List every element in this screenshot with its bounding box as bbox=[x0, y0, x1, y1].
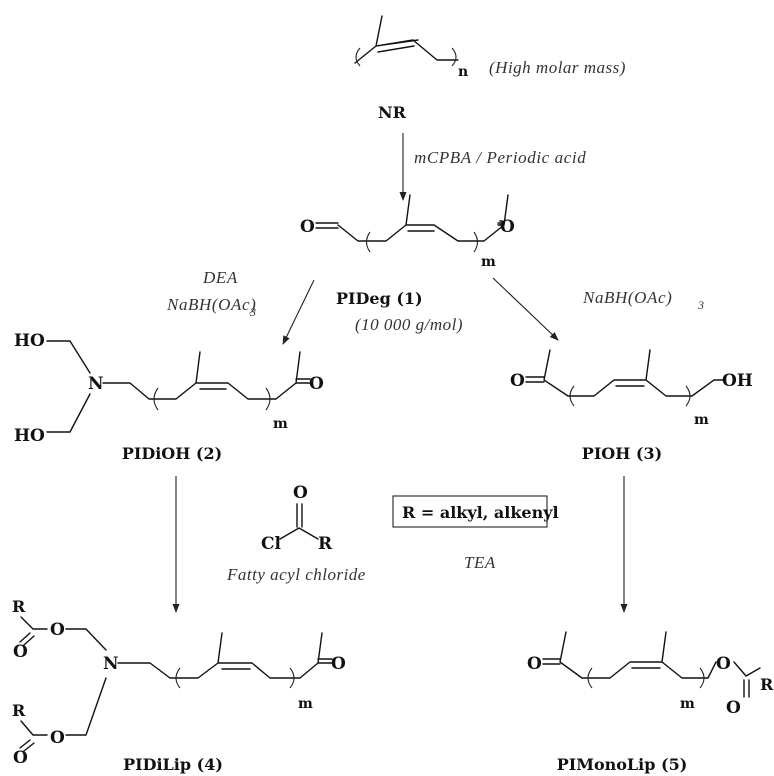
pidioh-label: PIDiOH (2) bbox=[122, 444, 222, 463]
reagent-cl: Cl bbox=[261, 534, 282, 554]
pidioh-bracket-left bbox=[153, 387, 159, 411]
nr-structure: n (High molar mass) NR bbox=[354, 15, 626, 122]
step2-right-reductant: NaBH(OAc) bbox=[582, 288, 672, 307]
nr-repeat-n: n bbox=[458, 64, 468, 80]
reagent-name: Fatty acyl chloride bbox=[226, 565, 366, 584]
step2-right-conditions: NaBH(OAc) 3 bbox=[582, 288, 704, 312]
pioh-oh: OH bbox=[722, 371, 753, 391]
step2-left-reductant-sub: 3 bbox=[249, 305, 256, 319]
pimonolip-structure: O O R O m PIMonoLip (5) bbox=[527, 631, 774, 774]
pimonolip-o-carbonyl: O bbox=[726, 698, 741, 718]
arrow-pideg-to-pidioh bbox=[282, 279, 315, 345]
pidilip-r-bottom: R bbox=[12, 701, 26, 720]
pideg-label: PIDeg (1) bbox=[336, 289, 423, 308]
base-tea: TEA bbox=[464, 553, 496, 572]
pidilip-n: N bbox=[103, 654, 119, 674]
pidioh-repeat-m: m bbox=[273, 416, 288, 432]
pidilip-o-bottom-ester: O bbox=[50, 728, 65, 748]
reagent-r: R bbox=[318, 534, 333, 554]
pidilip-structure: R O O R O O N O m PIDiLip (4) bbox=[12, 597, 346, 774]
pidioh-ho-top: HO bbox=[14, 331, 45, 351]
step1-conditions: mCPBA / Periodic acid bbox=[414, 148, 586, 167]
pideg-o-left: O bbox=[300, 217, 315, 237]
pidilip-o-top-carbonyl: O bbox=[13, 642, 28, 662]
reagent-carbonyl-o: O bbox=[293, 483, 308, 503]
pidilip-o-ketone: O bbox=[331, 654, 346, 674]
nr-label: NR bbox=[378, 103, 407, 122]
step2-left-dea: DEA bbox=[202, 268, 238, 287]
arrow-pideg-to-pioh bbox=[492, 277, 559, 341]
pimonolip-o-ketone: O bbox=[527, 654, 542, 674]
pimonolip-repeat-m: m bbox=[680, 696, 695, 712]
step2-left-conditions: DEA NaBH(OAc) 3 bbox=[166, 268, 256, 319]
pimonolip-bracket-left bbox=[587, 667, 593, 689]
pidilip-o-bottom-carbonyl: O bbox=[13, 748, 28, 768]
pioh-o: O bbox=[510, 371, 525, 391]
pidioh-ho-bottom: HO bbox=[14, 426, 45, 446]
pioh-repeat-m: m bbox=[694, 412, 709, 428]
pioh-bracket-left bbox=[569, 385, 575, 407]
nr-bracket-right bbox=[451, 47, 457, 67]
pidioh-n: N bbox=[88, 374, 104, 394]
pidioh-structure: HO HO N O m PIDiOH (2) bbox=[14, 331, 324, 463]
nr-bracket-left bbox=[355, 47, 361, 67]
acyl-chloride-reagent: O Cl R Fatty acyl chloride bbox=[226, 483, 366, 584]
pimonolip-r: R bbox=[760, 675, 774, 694]
pidilip-r-top: R bbox=[12, 597, 26, 616]
step2-left-reductant: NaBH(OAc) bbox=[166, 295, 256, 314]
pideg-structure: O O m PIDeg (1) (10 000 g/mol) bbox=[300, 194, 515, 334]
r-definition-box bbox=[392, 495, 548, 528]
pideg-repeat-m: m bbox=[481, 254, 496, 270]
pideg-o-right: O bbox=[500, 217, 515, 237]
nr-molar-mass-note: (High molar mass) bbox=[489, 58, 626, 77]
pidilip-repeat-m: m bbox=[298, 696, 313, 712]
step2-right-reductant-sub: 3 bbox=[697, 298, 704, 312]
pideg-bracket-left bbox=[365, 231, 371, 253]
pidilip-o-top-ester: O bbox=[50, 620, 65, 640]
pidilip-label: PIDiLip (4) bbox=[123, 755, 223, 774]
pidilip-bracket-left bbox=[175, 667, 181, 689]
r-definition: R = alkyl, alkenyl bbox=[402, 503, 559, 522]
pioh-label: PIOH (3) bbox=[582, 444, 662, 463]
pioh-structure: O OH m PIOH (3) bbox=[510, 349, 753, 463]
pidioh-o: O bbox=[309, 374, 324, 394]
pimonolip-o-ester: O bbox=[716, 654, 731, 674]
pideg-molar-mass: (10 000 g/mol) bbox=[355, 315, 463, 334]
pimonolip-label: PIMonoLip (5) bbox=[557, 755, 688, 774]
